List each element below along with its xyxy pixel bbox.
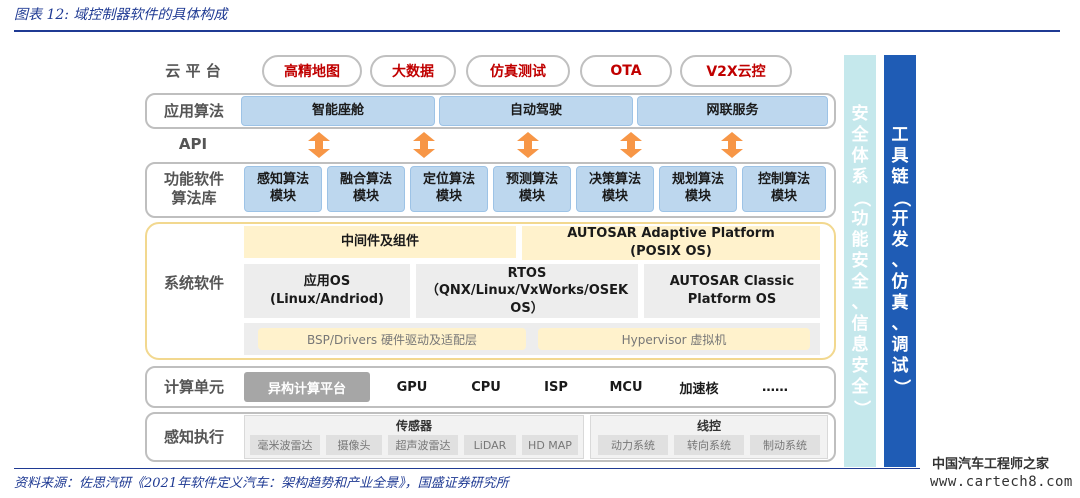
func-item-planning: 规划算法 模块	[659, 166, 737, 212]
func-item-control: 控制算法 模块	[742, 166, 826, 212]
func-item-prediction: 预测算法 模块	[493, 166, 571, 212]
api-arrow-icon	[413, 132, 435, 158]
cloud-item-big-data: 大数据	[370, 55, 456, 87]
sensing-actuation-label: 感知执行	[163, 427, 224, 446]
actuator-item-steering: 转向系统	[674, 435, 744, 455]
cloud-item-simulation-test: 仿真测试	[466, 55, 570, 87]
figure-title: 图表 12: 域控制器软件的具体构成	[14, 7, 228, 23]
watermark-name: 中国汽车工程师之家	[932, 457, 1050, 472]
sensors-title: 传感器	[395, 419, 432, 433]
app-item-autonomous-driving: 自动驾驶	[439, 96, 633, 126]
vertical-char: 全	[851, 376, 869, 397]
app-algorithm-label: 应用算法	[163, 101, 224, 120]
source-note: 资料来源：佐思汽研《2021年软件定义汽车：架构趋势和产业全景》，国盛证券研究所	[14, 476, 509, 491]
vertical-char: 开	[891, 208, 909, 229]
func-item-fusion: 融合算法 模块	[327, 166, 405, 212]
compute-item-cpu: CPU	[471, 379, 501, 395]
vertical-char: （	[850, 189, 871, 207]
vertical-char: 功	[851, 208, 869, 229]
autosar-adaptive-box: AUTOSAR Adaptive Platform (POSIX OS)	[522, 226, 820, 260]
sensor-item-mmwave-radar: 毫米波雷达	[250, 435, 320, 455]
rtos-box: RTOS （QNX/Linux/VxWorks/OSEK OS）	[416, 264, 638, 318]
vertical-char: 安	[851, 103, 869, 124]
app-item-smart-cockpit: 智能座舱	[241, 96, 435, 126]
vertical-char: 能	[851, 229, 869, 250]
compute-item-heterogeneous-platform: 异构计算平台	[244, 372, 370, 402]
vertical-char: 工	[891, 124, 909, 145]
api-arrow-icon	[517, 132, 539, 158]
compute-item-isp: ISP	[544, 379, 568, 395]
hypervisor-box: Hypervisor 虚拟机	[538, 328, 810, 350]
vertical-char: 信	[851, 313, 869, 334]
actuator-item-powertrain: 动力系统	[598, 435, 668, 455]
compute-item-more: ……	[762, 379, 788, 395]
bsp-drivers-box: BSP/Drivers 硬件驱动及适配层	[258, 328, 526, 350]
actuator-item-braking: 制动系统	[750, 435, 820, 455]
api-arrow-icon	[721, 132, 743, 158]
vertical-char: 、	[891, 313, 909, 334]
cloud-item-v2x-cloud-control: V2X云控	[680, 55, 792, 87]
vertical-char: 息	[851, 334, 869, 355]
autosar-classic-box: AUTOSAR Classic Platform OS	[644, 264, 820, 318]
app-item-connected-services: 网联服务	[637, 96, 828, 126]
watermark-url: www.cartech8.com	[930, 474, 1073, 490]
api-arrow-icon	[620, 132, 642, 158]
vertical-char: ）	[850, 399, 871, 417]
security-system-bar: 安全体系（功能安全、信息安全）	[844, 55, 876, 467]
security-system-text: 安全体系（功能安全、信息安全）	[850, 103, 871, 419]
vertical-char: 真	[891, 292, 909, 313]
compute-item-mcu: MCU	[609, 379, 643, 395]
function-software-label: 功能软件 算法库	[163, 170, 224, 207]
vertical-char: （	[890, 189, 911, 207]
vertical-char: 全	[851, 271, 869, 292]
vertical-char: 系	[851, 166, 869, 187]
vertical-char: ）	[890, 378, 911, 396]
middleware-box: 中间件及组件	[244, 226, 516, 258]
vertical-char: 全	[851, 124, 869, 145]
vertical-char: 、	[891, 250, 909, 271]
compute-unit-label: 计算单元	[163, 377, 224, 396]
vertical-char: 、	[851, 292, 869, 313]
api-label: API	[178, 134, 208, 153]
app-os-box: 应用OS (Linux/Andriod)	[244, 264, 410, 318]
vertical-char: 安	[851, 250, 869, 271]
vertical-char: 调	[891, 334, 909, 355]
toolchain-bar: 工具链（开发、仿真、调试）	[884, 55, 916, 467]
sensor-item-ultrasonic-radar: 超声波雷达	[388, 435, 458, 455]
title-divider	[14, 30, 1060, 32]
vertical-char: 发	[891, 229, 909, 250]
vertical-char: 安	[851, 355, 869, 376]
sensor-item-camera: 摄像头	[326, 435, 382, 455]
vertical-char: 仿	[891, 271, 909, 292]
vertical-char: 体	[851, 145, 869, 166]
compute-item-gpu: GPU	[396, 379, 428, 395]
func-item-decision: 决策算法 模块	[576, 166, 654, 212]
vertical-char: 链	[891, 166, 909, 187]
func-item-localization: 定位算法 模块	[410, 166, 488, 212]
compute-item-accelerator: 加速核	[679, 381, 719, 397]
sensor-item-hd-map: HD MAP	[522, 435, 578, 455]
vertical-char: 试	[891, 355, 909, 376]
cloud-item-ota: OTA	[580, 55, 672, 87]
source-divider	[14, 468, 920, 469]
cloud-item-hd-map: 高精地图	[262, 55, 362, 87]
actuators-title: 线控	[696, 419, 721, 433]
vertical-char: 具	[891, 145, 909, 166]
sensor-item-lidar: LiDAR	[464, 435, 516, 455]
cloud-platform-label: 云 平 台	[165, 61, 221, 80]
api-arrow-icon	[308, 132, 330, 158]
func-item-perception: 感知算法 模块	[244, 166, 322, 212]
toolchain-text: 工具链（开发、仿真、调试）	[890, 124, 911, 398]
system-software-label: 系统软件	[163, 273, 224, 292]
